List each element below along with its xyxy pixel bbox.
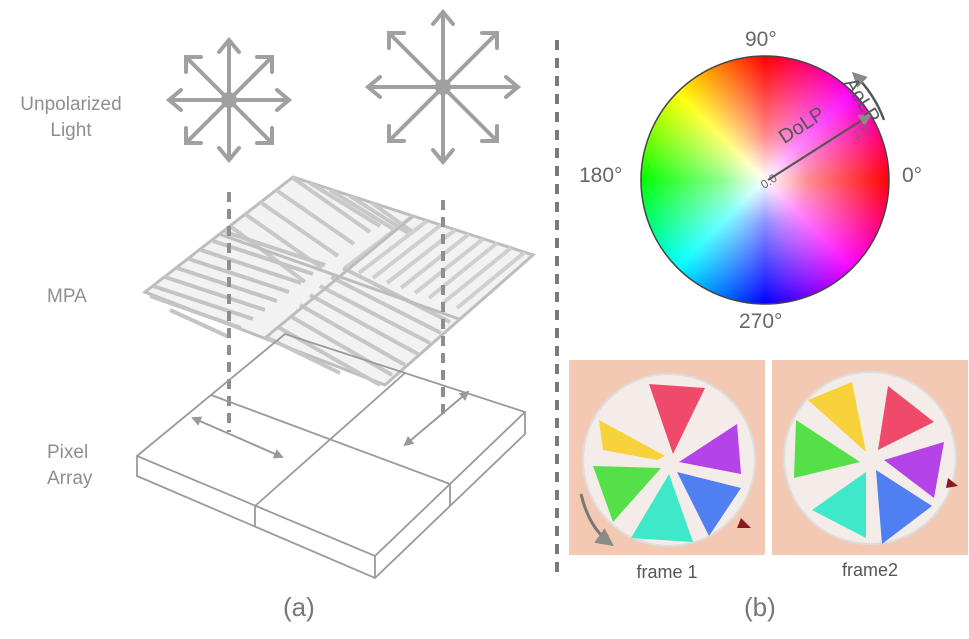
frame-2-photo <box>772 360 968 555</box>
frame-1-caption: frame 1 <box>636 562 698 582</box>
label-mpa: MPA <box>47 286 87 307</box>
frame-1-photo <box>569 360 765 555</box>
unpolarized-light-star-left <box>165 36 293 164</box>
angle-180-label: 180° <box>579 164 623 187</box>
label-unpolarized-light: Unpolarized Light <box>6 92 136 144</box>
light-path-dashes <box>227 192 445 432</box>
frame-2-caption: frame2 <box>841 560 899 580</box>
caption-a: (a) <box>283 592 315 622</box>
label-line: Pixel <box>47 442 89 463</box>
label-pixel-array: Pixel Array <box>47 440 92 492</box>
mpa-grating <box>141 175 536 387</box>
aolp-dolp-color-wheel <box>640 55 890 305</box>
label-line: Light <box>50 120 92 141</box>
label-line: Array <box>47 468 93 489</box>
angle-90-label: 90° <box>745 28 777 51</box>
caption-b: (b) <box>744 592 776 622</box>
frame-1-image <box>569 360 765 555</box>
unpolarized-light-star-right <box>364 8 522 166</box>
label-line: Unpolarized <box>20 94 122 115</box>
angle-0-label: 0° <box>902 164 923 187</box>
pixel-polarization-arrows <box>191 390 470 459</box>
pixel-array <box>135 332 527 580</box>
frame-2-image <box>772 360 968 555</box>
angle-270-label: 270° <box>739 310 783 333</box>
